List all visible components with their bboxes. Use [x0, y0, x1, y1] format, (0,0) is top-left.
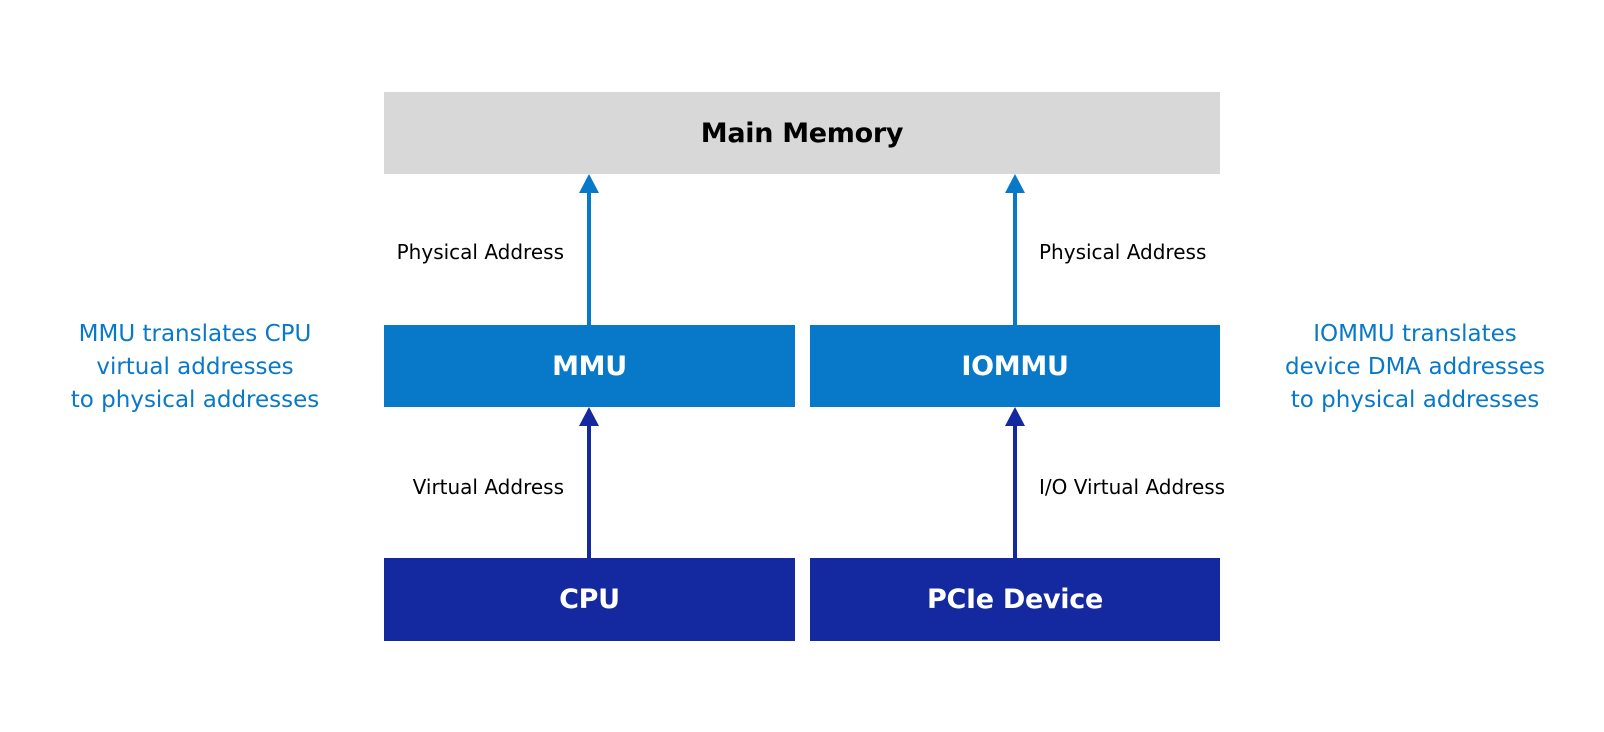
- iommu-note-line-2: device DMA addresses: [1285, 354, 1545, 380]
- physical-address-label-left: Physical Address: [396, 240, 564, 264]
- arrow-iommu-to-memory: [1005, 174, 1025, 325]
- mmu-note-line-3: to physical addresses: [70, 387, 320, 413]
- mmu-label: MMU: [552, 350, 627, 382]
- physical-address-label-right: Physical Address: [1039, 240, 1207, 264]
- mmu-note-line-2: virtual addresses: [96, 354, 294, 380]
- main-memory-label: Main Memory: [700, 117, 904, 149]
- iommu-description-note: IOMMU translates device DMA addresses to…: [1250, 318, 1580, 417]
- pcie-device-label: PCIe Device: [927, 584, 1103, 615]
- pcie-device-box: PCIe Device: [810, 558, 1220, 641]
- cpu-box: CPU: [384, 558, 795, 641]
- arrow-pcie-to-iommu: [1005, 407, 1025, 558]
- cpu-label: CPU: [559, 584, 620, 615]
- iommu-note-line-1: IOMMU translates: [1313, 321, 1517, 347]
- mmu-note-line-1: MMU translates CPU: [78, 321, 312, 347]
- arrow-cpu-to-mmu: [579, 407, 599, 558]
- virtual-address-label: Virtual Address: [412, 475, 564, 499]
- mmu-box: MMU: [384, 325, 795, 407]
- main-memory-box: Main Memory: [384, 92, 1220, 174]
- mmu-description-note: MMU translates CPU virtual addresses to …: [30, 318, 360, 417]
- arrow-mmu-to-memory: [579, 174, 599, 325]
- io-virtual-address-label: I/O Virtual Address: [1039, 475, 1226, 499]
- iommu-label: IOMMU: [961, 350, 1069, 382]
- iommu-note-line-3: to physical addresses: [1290, 387, 1540, 413]
- iommu-box: IOMMU: [810, 325, 1220, 407]
